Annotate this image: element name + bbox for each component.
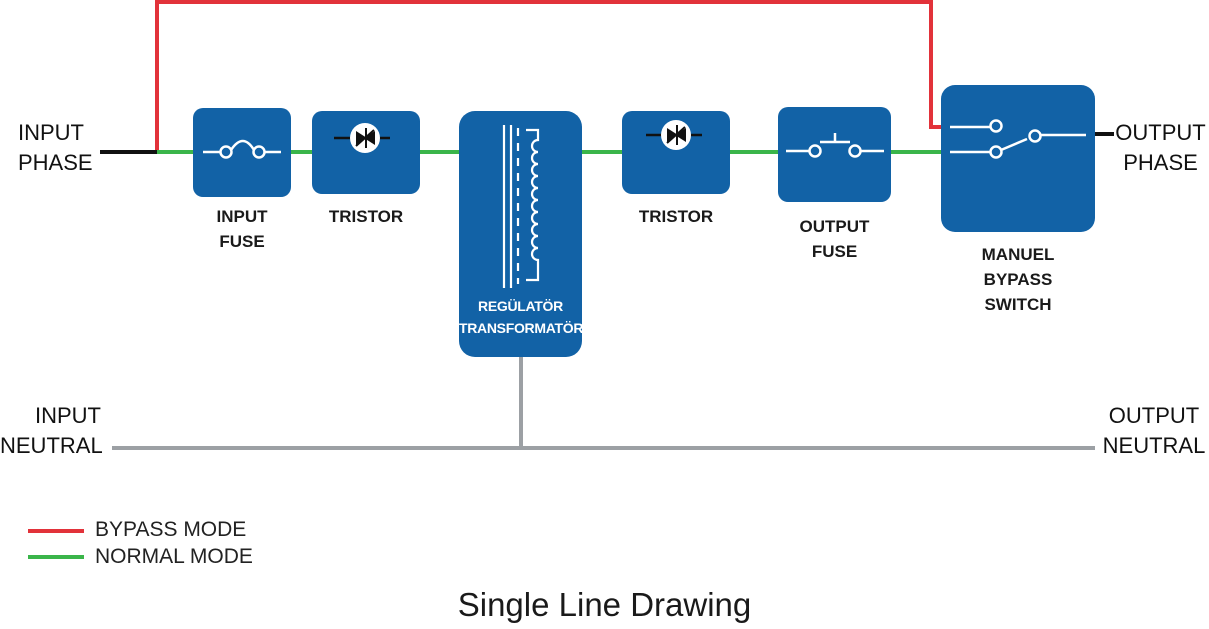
output-fuse-caption-line-2: FUSE [811,242,858,261]
transformer-caption-line-2: TRANSFORMATÖRÜ [459,320,593,336]
output-phase-line-2: PHASE [1123,150,1198,175]
input-fuse-caption: INPUT FUSE [192,204,292,254]
legend-bypass-label: BYPASS MODE [95,518,247,541]
manuel-bypass-switch-caption: MANUEL BYPASS SWITCH [941,242,1095,317]
input-neutral-line-2: NEUTRAL [0,433,103,458]
transformer-caption: REGÜLATÖR TRANSFORMATÖRÜ [459,295,593,339]
tristor-1-block [312,111,420,194]
bypass-switch-icon [950,119,1086,159]
output-fuse-block [778,107,891,202]
regulator-transformer-block [459,111,582,357]
output-fuse-caption: OUTPUT FUSE [778,214,891,264]
input-neutral-line-1: INPUT [35,403,101,428]
tristor-1-caption-line-1: TRISTOR [328,207,404,226]
tristor-2-caption-line-1: TRISTOR [638,207,714,226]
bypass-switch-caption-line-2: BYPASS [983,270,1053,289]
bypass-mode-wire [155,0,948,151]
manuel-bypass-switch-block [941,85,1095,232]
input-phase-line-1: INPUT [18,120,84,145]
input-neutral-label: INPUT NEUTRAL [0,401,103,461]
transformer-coil-icon [502,125,540,288]
tristor-1-caption: TRISTOR [312,204,420,229]
thyristor-icon [646,120,702,150]
output-phase-line-1: OUTPUT [1115,120,1206,145]
bypass-switch-caption-line-1: MANUEL [981,245,1055,264]
output-neutral-line-1: OUTPUT [1108,403,1200,428]
input-fuse-block [193,108,291,197]
fuse-icon [203,139,281,159]
input-phase-label: INPUT PHASE [18,118,93,178]
tristor-2-caption: TRISTOR [622,204,730,229]
transformer-caption-line-1: REGÜLATÖR [478,298,563,314]
output-neutral-line-2: NEUTRAL [1102,433,1206,458]
bypass-switch-caption-line-3: SWITCH [984,295,1052,314]
output-fuse-caption-line-1: OUTPUT [799,217,870,236]
legend-normal-label: NORMAL MODE [95,545,253,568]
tristor-2-block [622,111,730,194]
output-neutral-label: OUTPUT NEUTRAL [1099,401,1209,461]
thyristor-icon [334,123,390,153]
diagram-title: Single Line Drawing [457,586,752,623]
input-fuse-caption-line-1: INPUT [216,207,268,226]
push-switch-icon [786,133,884,158]
input-fuse-caption-line-2: FUSE [219,232,265,251]
input-phase-line-2: PHASE [18,150,93,175]
output-phase-label: OUTPUT PHASE [1112,118,1209,178]
